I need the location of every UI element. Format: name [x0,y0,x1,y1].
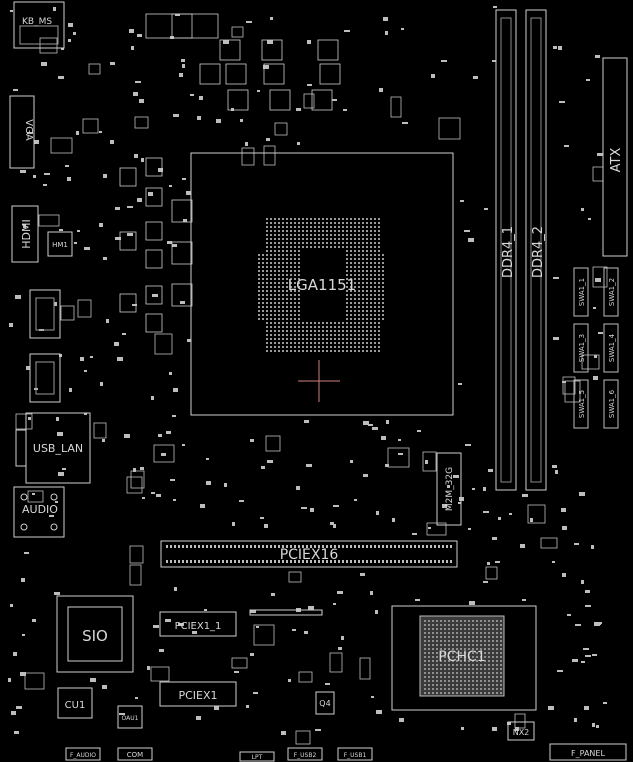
cu1-label: CU1 [65,700,86,711]
ram-res-label-4: SWA1_4 [608,333,616,362]
hdmi-connector [11,205,39,263]
pcie-latch [249,609,323,616]
memory-slot-2-label: DDR4_2 [531,226,546,278]
cpu-socket-outline [190,152,454,416]
pcie-x1-slot-2 [159,681,237,707]
m2-label: M2M_32G [445,467,455,511]
q4-label: Q4 [319,699,330,708]
oau1-component [117,705,143,729]
vga-label: VGA [23,119,34,141]
f-usb1-label: F_USB1 [344,752,367,759]
m2-slot [436,452,462,526]
pcie-x16-label: PCIEX16 [280,547,339,563]
memory-slot-2 [525,9,547,491]
nx2-component [507,721,535,741]
nx2-label: NX2 [513,728,530,737]
pcie-x1-1-label: PCIEX1_1 [175,621,222,632]
memory-slot-1-label: DDR4_1 [501,226,516,278]
atx-label: ATX [609,148,624,173]
ram-side-resistors [573,267,619,429]
superio-label: SIO [82,627,108,645]
bottom-headers [65,743,627,762]
chipset-pins [424,620,502,694]
oau1-label: OAU1 [122,715,139,722]
f-audio-label: F_AUDIO [70,752,96,759]
lpt-label: LPT [252,754,263,761]
memory-slot-1 [495,9,517,491]
audio-connector [13,486,65,538]
vga-connector [9,95,35,169]
chipset-label: PCHC1 [438,649,485,665]
component-scatter [8,6,608,745]
atx-power-connector [602,57,628,257]
ram-res-label-5: SWA1_5 [578,390,586,418]
superio-chip [56,595,134,673]
usb-lan-connector [15,412,91,484]
cu1-chip [57,687,93,719]
cpu-socket-pins [258,218,384,352]
audio-label: AUDIO [22,503,58,516]
usb-port-2 [29,353,61,403]
ram-res-label-3: SWA1_3 [578,334,586,362]
f-panel-label: F_PANEL [571,749,605,758]
usb-port-1 [29,289,61,339]
ps2-label: KB_MS [22,17,52,27]
pcie-x1-slot-1 [159,611,237,637]
ps2-connector [13,1,65,49]
com-label: COM [127,751,143,759]
hdmi-label: HDMI [20,219,33,248]
pcie-x16-pins [166,545,452,563]
ram-res-label-2: SWA1_2 [608,278,616,306]
pcie-x1-2-label: PCIEX1 [178,689,217,702]
socket-crosshair-icon [298,360,340,402]
ram-res-label-1: SWA1_1 [578,278,586,306]
q4-component [315,691,335,715]
ram-res-label-6: SWA1_6 [608,389,616,418]
f-usb2-label: F_USB2 [294,752,317,759]
hm1-label: HM1 [52,241,68,249]
hm1-chip [47,231,73,257]
usb-lan-label: USB_LAN [33,442,83,455]
pcie-x16-slot [160,540,458,568]
cpu-socket-label: LGA1151 [288,276,356,294]
